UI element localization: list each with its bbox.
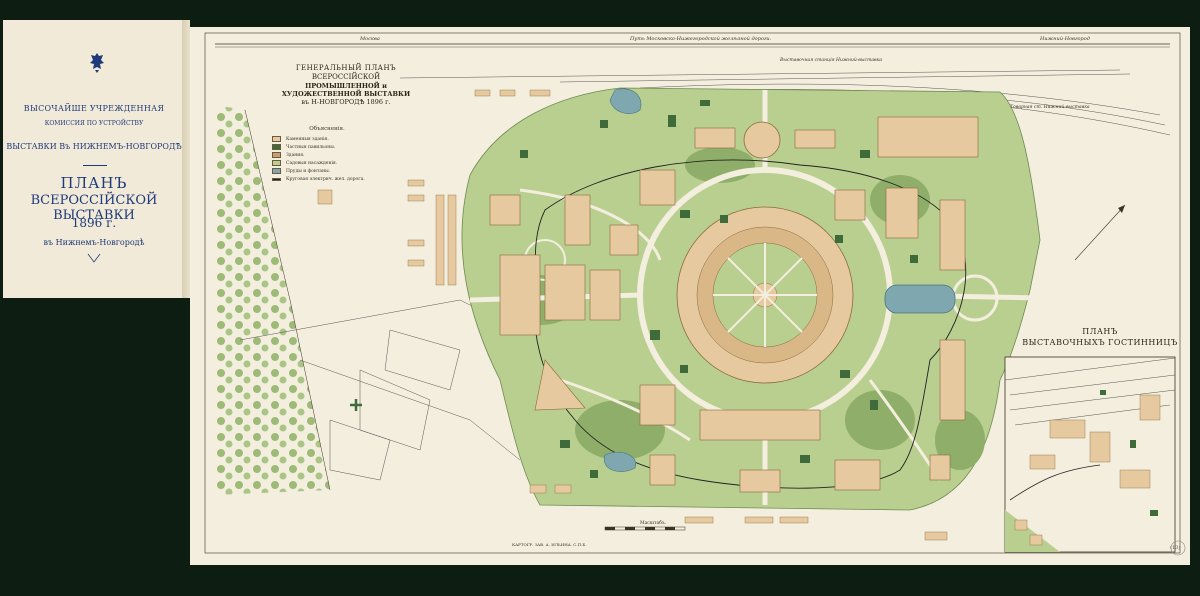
north-arrow-icon (1074, 204, 1126, 261)
hotel-inset-title: ПЛАНЪ ВЫСТАВОЧНЫХЪ ГОСТИННИЦЪ (1020, 326, 1180, 348)
legend-label: Каменныя зданiя. (286, 136, 329, 142)
map-title-line4: въ Н-НОВГОРОДѢ 1896 г. (301, 97, 391, 106)
upper-pond (609, 88, 642, 114)
printer-label: КАРТОГР. ЗАВ. А. ИЛЬИНА. С.П.Б. (512, 542, 587, 547)
folio-number: (13) (1170, 545, 1181, 551)
west-stalls (317, 89, 948, 541)
forest-edge (244, 109, 331, 491)
cover-sheet: ВЫСОЧАЙШЕ УЧРЕЖДЕННАЯ КОМИССИЯ ПО УСТРОЙ… (3, 20, 185, 298)
legend-swatch (272, 152, 281, 158)
scale-bar (604, 526, 686, 531)
legend-label: Здания. (286, 152, 305, 158)
cover-year: 1896 г. (71, 216, 117, 230)
legend-label: Пруды и фонтаны. (286, 168, 331, 174)
map-legend: Объясненiя. Каменныя зданiя. Частныя пав… (272, 126, 382, 183)
depot-label: Товарная ст. Нижний-выставка (1010, 105, 1090, 110)
nizhny-label: Нижний-Новгород (1040, 36, 1090, 42)
imperial-eagle-icon (90, 53, 104, 73)
legend-item: Каменныя зданiя. (272, 135, 382, 143)
domed-pavilion (743, 121, 781, 159)
private-pavilions (520, 100, 918, 478)
buildings (489, 116, 979, 493)
hotel-inset (1004, 356, 1176, 553)
fountain-pond (884, 284, 956, 314)
cover-fold (182, 20, 190, 298)
cover-commission-subline: КОМИССИЯ ПО УСТРОЙСТВУ (44, 120, 144, 127)
map-title-line3: ПРОМЫШЛЕННОЙ и ХУДОЖЕСТВЕННОЙ ВЫСТАВКИ (281, 81, 411, 98)
folio-stamp (1170, 540, 1186, 556)
map-title-line1: ГЕНЕРАЛЬНЫЙ ПЛАНЪ (295, 64, 397, 72)
cover-commission-line: ВЫСОЧАЙШЕ УЧРЕЖДЕННАЯ (23, 104, 165, 113)
hotel-title-line1: ПЛАНЪ (1082, 327, 1118, 336)
station-label: Выставочная станцiя Нижний-выставка (780, 58, 883, 63)
cover-plan-title: ПЛАНЪ (60, 174, 128, 192)
legend-item: Круговая электрич. жел. дорога. (272, 175, 382, 183)
hotel-title-line2: ВЫСТАВОЧНЫХЪ ГОСТИННИЦЪ (1022, 338, 1178, 348)
cover-rule (83, 165, 107, 166)
legend-heading: Объясненiя. (309, 126, 345, 132)
legend-swatch (272, 168, 281, 174)
scale-label: Масштабъ. (640, 521, 667, 526)
legend-swatch (272, 177, 281, 181)
central-pavilion (676, 206, 854, 384)
moscow-label: Москва (360, 36, 380, 42)
legend-label: Частныя павильоны. (286, 144, 336, 150)
legend-item: Садовыя насажденiя. (272, 159, 382, 167)
cover-city: въ Нижнемъ-Новгородѣ (43, 238, 145, 247)
legend-swatch (272, 144, 281, 150)
ornament-icon (87, 253, 101, 263)
legend-item: Частныя павильоны. (272, 143, 382, 151)
legend-label: Круговая электрич. жел. дорога. (286, 176, 365, 182)
lower-pond (603, 451, 637, 472)
forest-area (215, 105, 330, 495)
legend-label: Садовыя насажденiя. (286, 160, 338, 166)
legend-item: Пруды и фонтаны. (272, 167, 382, 175)
cover-exhibition-line: ВЫСТАВКИ Въ НИЖНЕМЪ-НОВГОРОДѢ (6, 142, 182, 151)
legend-item: Здания. (272, 151, 382, 159)
cover-exhibition-title: ВСЕРОССIЙСКОЙ ВЫСТАВКИ (30, 193, 158, 223)
map-title-line2: ВСЕРОССIЙСКОЙ (311, 72, 381, 81)
map-border (204, 32, 1181, 554)
legend-swatch (272, 136, 281, 142)
map-title-block: ГЕНЕРАЛЬНЫЙ ПЛАНЪ ВСЕРОССIЙСКОЙ ПРОМЫШЛЕ… (276, 64, 416, 106)
legend-swatch (272, 160, 281, 166)
railroad-label: Путь Московско-Нижегородской желѣзной до… (630, 36, 772, 42)
